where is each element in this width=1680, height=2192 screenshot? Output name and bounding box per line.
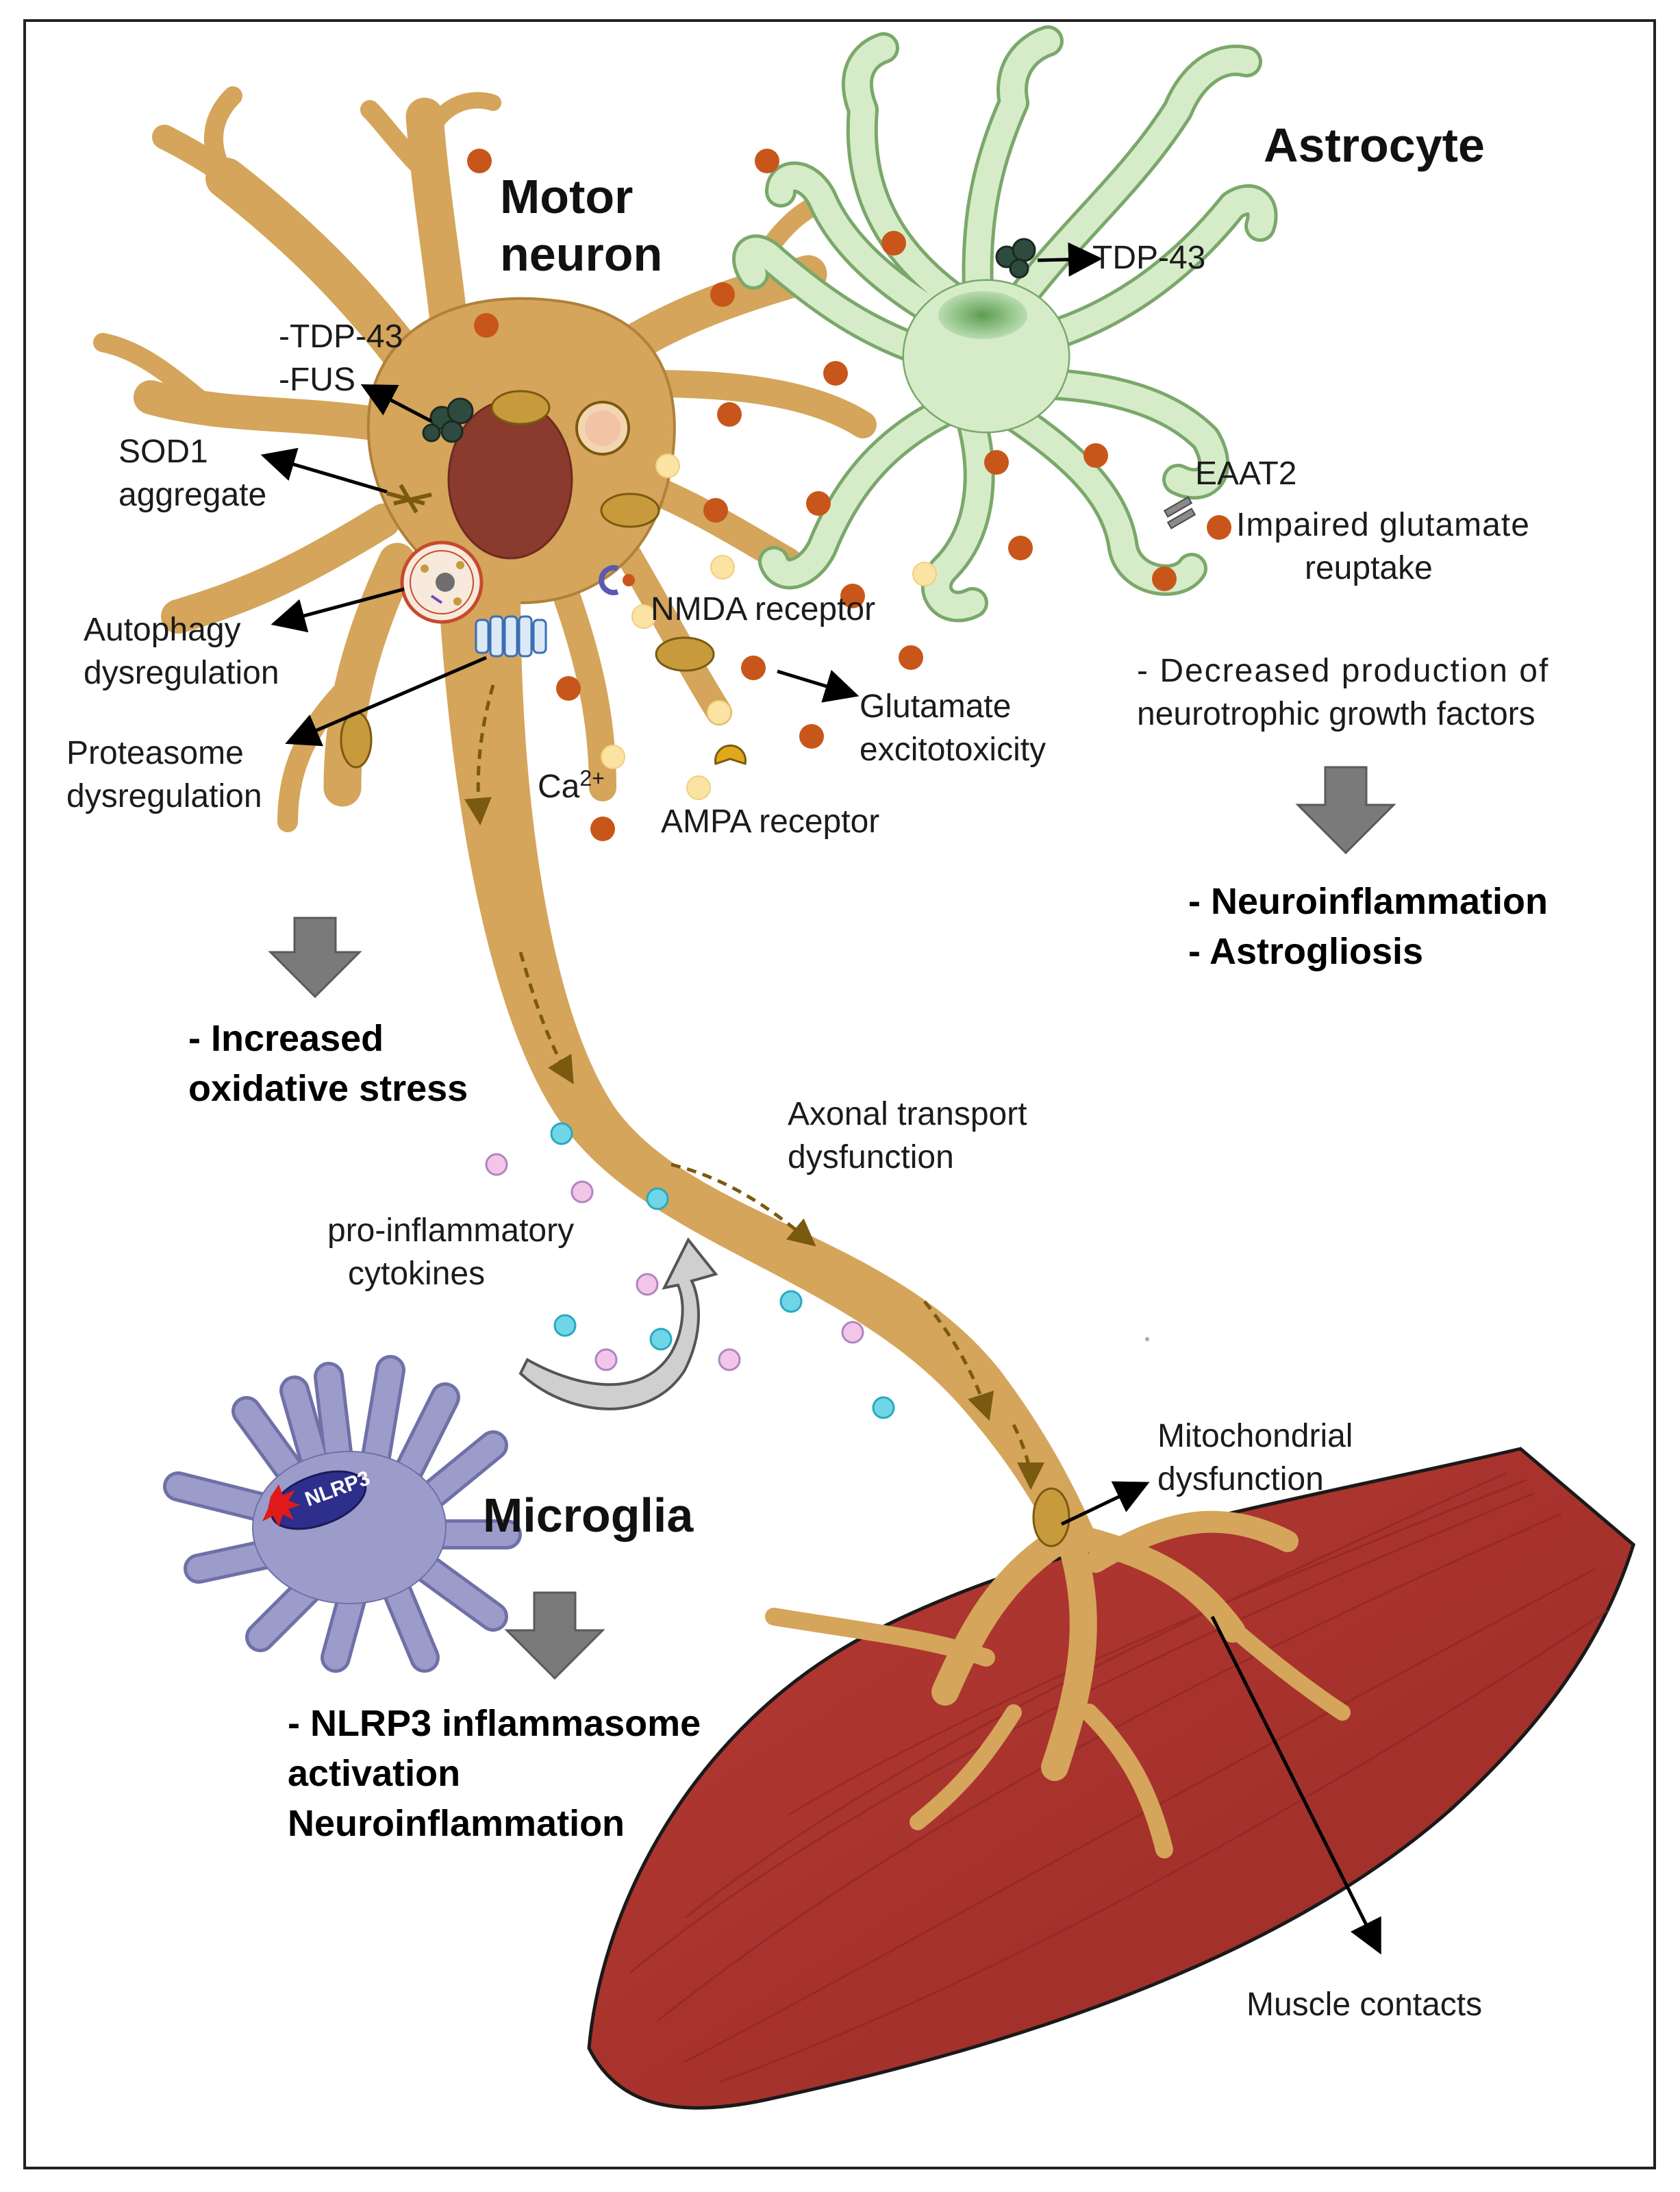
astro-tdp43-label: TDP-43 xyxy=(1092,240,1206,276)
astrocyte-outcomes: - Neuroinflammation - Astrogliosis xyxy=(1188,881,1549,972)
neuron-nucleus xyxy=(447,399,573,560)
microglia-outcomes: - NLRP3 inflammasome activation Neuroinf… xyxy=(288,1703,701,1844)
sod1-aggregate-icon xyxy=(386,484,432,514)
arrow-muscle xyxy=(1210,1615,1381,1955)
microglia-outcome-arrow xyxy=(504,1591,605,1680)
neuron-outcome-arrow xyxy=(268,917,362,999)
tdp43-aggregate-icon xyxy=(422,397,474,443)
tdp43-fus-label: -TDP-43 -FUS xyxy=(279,319,403,399)
figure-frame xyxy=(23,19,1656,2169)
muscle-contacts-label: Muscle contacts xyxy=(1246,1987,1483,2023)
microglia-title: Microglia xyxy=(483,1489,694,1542)
proteasome-icon xyxy=(475,615,547,658)
neuron-outcomes: - Increased oxidative stress xyxy=(188,1018,468,1109)
muscle-fiber xyxy=(587,1447,1635,2110)
autophagy-label: Autophagy dysregulation xyxy=(84,612,279,692)
motor-neuron-title: Motor neuron xyxy=(500,170,663,281)
glutamate-label: Glutamate excitotoxicity xyxy=(860,688,1046,769)
astrocyte-cell xyxy=(732,25,1278,623)
arrow-mito xyxy=(1060,1481,1150,1526)
eaat2-transporter-icon xyxy=(1163,496,1196,530)
mitochondrion-icon xyxy=(340,390,1070,1547)
sod1-label: SOD1 aggregate xyxy=(118,434,267,514)
cytokines-label: pro-inflammatory cytokines xyxy=(327,1212,575,1293)
calcium-dots xyxy=(601,453,937,800)
proteasome-label: Proteasome dysregulation xyxy=(66,735,262,815)
vesicle-icon xyxy=(575,401,630,456)
nmda-label: NMDA receptor xyxy=(651,591,876,627)
calcium-charge: 2+ xyxy=(579,766,605,790)
cytokine-dots-pink xyxy=(485,1153,864,1371)
inflammasome-star-icon xyxy=(262,1484,301,1527)
arrow-astro-tdp43 xyxy=(1037,242,1103,277)
arrow-glutamate xyxy=(777,669,860,703)
nlrp3-badge xyxy=(270,1470,367,1530)
decreased-production-label: - Decreased production of neurotrophic g… xyxy=(1137,653,1550,733)
arrow-autophagy xyxy=(271,587,405,633)
axonal-transport-label: Axonal transport dysfunction xyxy=(788,1096,1027,1176)
mitochondrial-label: Mitochondrial dysfunction xyxy=(1157,1418,1353,1498)
ampa-label: AMPA receptor xyxy=(661,804,880,840)
ampa-receptor-icon xyxy=(714,744,747,765)
arrow-tdp43 xyxy=(360,384,433,423)
autophagosome-icon xyxy=(400,540,484,624)
astrocyte-nucleus xyxy=(938,291,1027,339)
astrocyte-outcome-arrow xyxy=(1295,766,1396,855)
nmda-receptor-icon xyxy=(599,565,635,595)
impaired-reuptake-label: Impaired glutamate reuptake xyxy=(1236,507,1530,587)
arrow-sod1 xyxy=(260,447,388,494)
glutamate-dots xyxy=(467,149,1231,841)
stray-dot xyxy=(1145,1337,1149,1341)
calcium-label: Ca2+ xyxy=(538,766,605,805)
microglia-cell xyxy=(163,1355,522,1673)
astrocyte-title: Astrocyte xyxy=(1264,119,1485,172)
axonal-transport-arrows xyxy=(464,684,1044,1490)
outcome-arrows xyxy=(268,766,1396,1680)
arrow-proteasome xyxy=(285,656,487,747)
annotation-arrows xyxy=(260,242,1381,1955)
eaat2-label: EAAT2 xyxy=(1195,456,1297,492)
astro-tdp43-aggregate-icon xyxy=(995,238,1036,279)
cytokine-release-arrow xyxy=(518,1237,718,1410)
cytokine-dots-cyan xyxy=(550,1122,895,1419)
